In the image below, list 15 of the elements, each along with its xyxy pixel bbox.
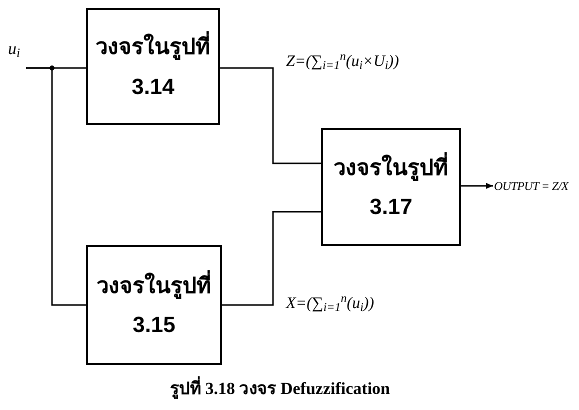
box-number: 3.14 [132, 72, 174, 100]
process-box [86, 245, 222, 365]
connector-line [222, 211, 321, 306]
connector-line [220, 67, 321, 164]
box-number: 3.17 [370, 193, 412, 220]
figure-caption: รูปที่ 3.18 วงจร Defuzzification [100, 376, 460, 402]
connector-line [26, 67, 86, 306]
arrow [461, 182, 493, 189]
box-title: วงจรในรูปที่ [96, 33, 210, 60]
process-box [86, 8, 220, 125]
box-title: วงจรในรูปที่ [334, 154, 448, 181]
box-title: วงจรในรูปที่ [96, 272, 212, 299]
process-box [321, 128, 461, 246]
box-number: 3.15 [132, 311, 176, 338]
input-label: u$_{i}$ [8, 40, 26, 68]
